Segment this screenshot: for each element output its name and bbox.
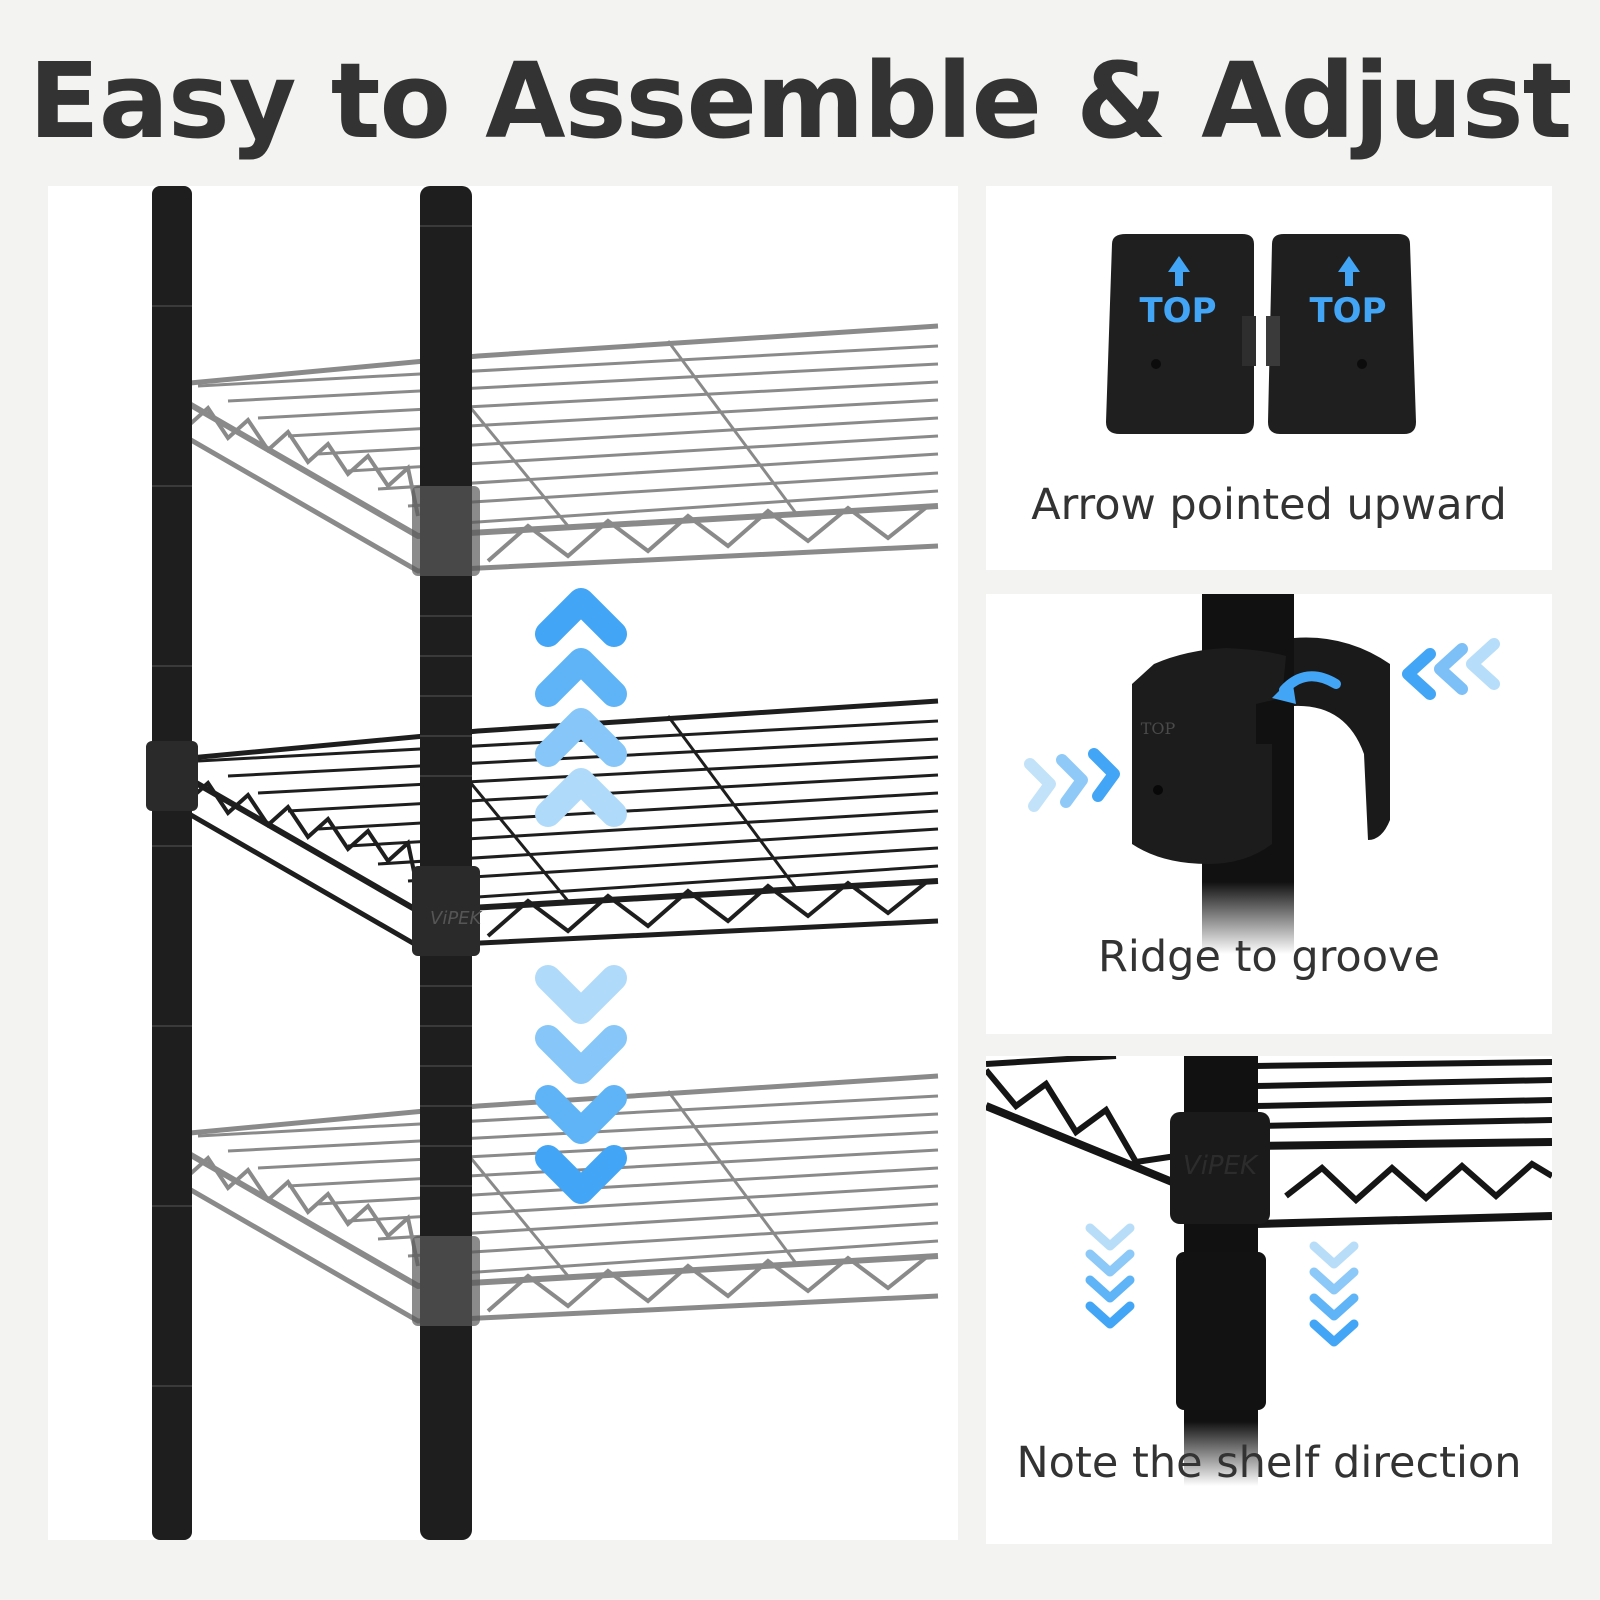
chevron-right-icon bbox=[1024, 748, 1120, 812]
page-title: Easy to Assemble & Adjust bbox=[28, 40, 1573, 162]
sleeve-label-left: TOP bbox=[1139, 291, 1216, 331]
chevron-left-icon bbox=[1402, 638, 1500, 700]
chevron-up-icon bbox=[535, 588, 627, 827]
rack-pole-left bbox=[146, 186, 198, 1540]
clip-caption: Ridge to groove bbox=[1098, 932, 1440, 982]
shelf-upper-ghost bbox=[158, 326, 938, 571]
wire-rack-illustration: ViPEK bbox=[146, 186, 958, 1540]
sleeve-label-right: TOP bbox=[1309, 291, 1386, 331]
clip-front-half bbox=[1132, 648, 1286, 864]
brand-mark: ViPEK bbox=[1183, 1151, 1259, 1181]
shelf-corner-illustration: ViPEK bbox=[986, 1056, 1552, 1486]
chevron-down-icon bbox=[1085, 1223, 1359, 1347]
shelf-corner-wires bbox=[986, 1056, 1552, 1228]
sleeve-right bbox=[1266, 234, 1416, 434]
shelf-direction-panel: ViPEK Note the shelf direction bbox=[986, 1056, 1552, 1544]
rotate-arrow-icon bbox=[1272, 671, 1341, 704]
arrow-up-icon bbox=[1168, 256, 1190, 286]
arrow-up-icon bbox=[1338, 256, 1360, 286]
rack-pole-right bbox=[412, 186, 480, 1540]
brand-mark: ViPEK bbox=[430, 908, 483, 929]
clip-panel: TOP Ridge to groove bbox=[986, 594, 1552, 1034]
clip-on-pole-illustration: TOP bbox=[1024, 594, 1500, 954]
chevron-down-icon bbox=[535, 965, 627, 1204]
clip-back-half bbox=[1294, 637, 1390, 840]
shelf-collar bbox=[1170, 1112, 1270, 1224]
sleeve bbox=[1176, 1252, 1266, 1410]
plastic-sleeves-illustration: TOP TOP bbox=[1106, 234, 1416, 434]
sleeve-left bbox=[1106, 234, 1256, 434]
rack-illustration-panel: ViPEK bbox=[48, 186, 958, 1540]
sleeves-panel: TOP TOP Arrow pointed upward bbox=[986, 186, 1552, 570]
sleeves-caption: Arrow pointed upward bbox=[1031, 480, 1507, 530]
shelf-caption: Note the shelf direction bbox=[1016, 1438, 1522, 1488]
clip-label: TOP bbox=[1141, 719, 1176, 738]
